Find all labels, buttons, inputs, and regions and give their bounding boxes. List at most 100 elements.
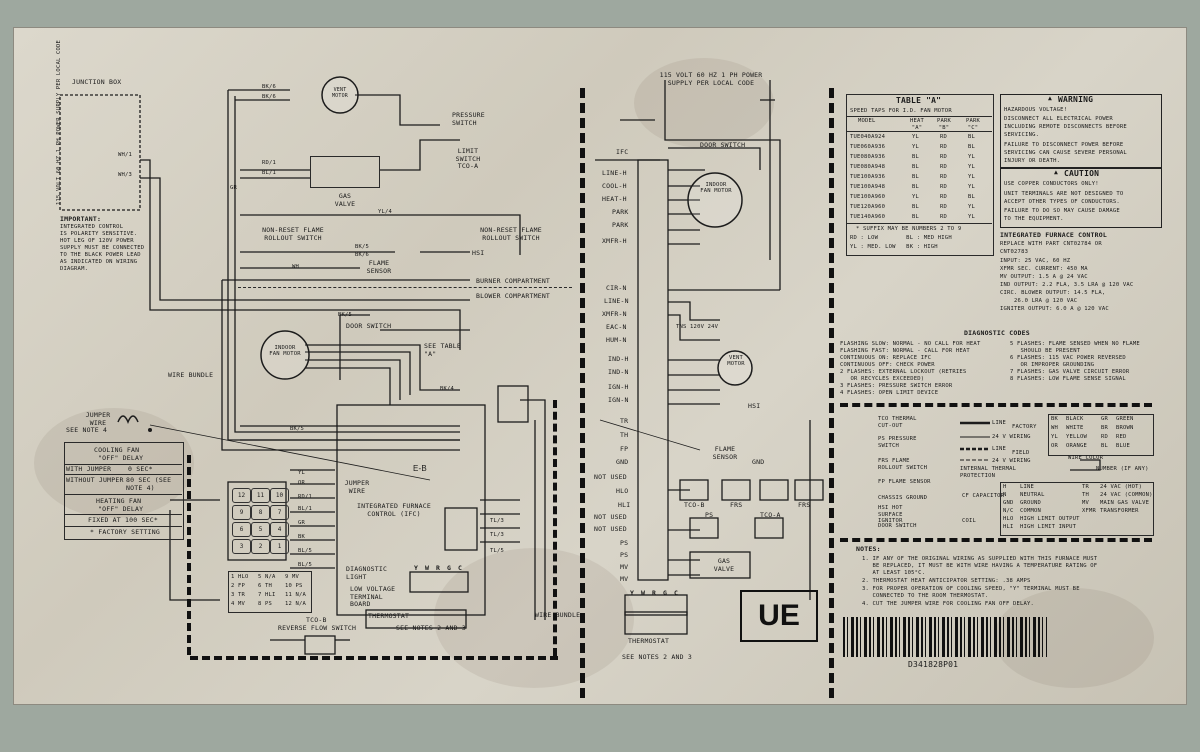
table-a-cell: RD bbox=[940, 194, 948, 200]
see-notes-label: SEE NOTES 2 AND 3 bbox=[396, 624, 466, 632]
door-switch-label: DOOR SWITCH bbox=[346, 322, 392, 330]
terminal-g[interactable]: G bbox=[663, 589, 668, 597]
diagnostic-code: CONTINUOUS ON: REPLACE IFC bbox=[840, 355, 932, 361]
ifc-label: INTEGRATED FURNACE CONTROL (IFC) bbox=[356, 502, 432, 518]
legend-item: FP FLAME SENSOR bbox=[878, 479, 931, 485]
plug-pin: 9 bbox=[232, 505, 251, 520]
plug-pin: 2 bbox=[251, 539, 270, 554]
power-supply-label: 115 VOLT 60 HZ 1 PH POWER SUPPLY PER LOC… bbox=[56, 39, 62, 205]
table-a-header: SPEED TAPS FOR I.D. FAN MOTOR bbox=[850, 108, 952, 114]
legend-item: 24 V WIRING bbox=[992, 434, 1031, 440]
color-code: BK bbox=[1051, 416, 1059, 422]
table-a-cell: BL bbox=[912, 184, 920, 190]
ifc-terminal: LINE-H bbox=[602, 169, 627, 177]
terminal-r[interactable]: R bbox=[652, 589, 657, 597]
abbr-value: NEUTRAL bbox=[1020, 492, 1045, 498]
fan-row-value: 0 SEC* bbox=[128, 465, 153, 473]
table-a-col: HEAT "A" bbox=[909, 118, 925, 131]
ifc-terminal: XMFR-N bbox=[602, 310, 627, 318]
caution-box bbox=[1000, 168, 1162, 228]
terminal-y[interactable]: Y bbox=[630, 589, 635, 597]
diagnostic-code: 5 FLASHES: FLAME SENSED WHEN NO FLAME bbox=[1010, 341, 1140, 347]
ifc-terminal: PARK bbox=[612, 208, 629, 216]
indoor-fan-motor-label: INDOOR FAN MOTOR bbox=[269, 345, 301, 357]
wire-label: BK/6 bbox=[355, 252, 370, 258]
plug-pin: 6 bbox=[232, 522, 251, 537]
ue-mark: UE bbox=[740, 590, 818, 642]
color-name: RED bbox=[1116, 434, 1127, 440]
flame-sensor-label-middle: FLAME SENSOR bbox=[712, 445, 738, 461]
terminal-w[interactable]: W bbox=[641, 589, 646, 597]
wire-label: TL/3 bbox=[490, 518, 505, 524]
terminal-w[interactable]: W bbox=[425, 564, 430, 572]
see-note-4-label: SEE NOTE 4 bbox=[66, 426, 108, 434]
transformer-label-middle: TNS 120V 24V bbox=[676, 324, 719, 330]
ifc-spec-line: REPLACE WITH PART CNT02784 OR bbox=[1000, 241, 1102, 247]
terminal-r[interactable]: R bbox=[436, 564, 441, 572]
abbr-key: HLI bbox=[1003, 524, 1014, 530]
abbr-value: HIGH LIMIT INPUT bbox=[1020, 524, 1077, 530]
caution-line: USE COPPER CONDUCTORS ONLY! bbox=[1004, 181, 1099, 187]
diagnostic-code: OR RECYCLES EXCEEDED) bbox=[840, 376, 925, 382]
warning-box bbox=[1000, 94, 1162, 168]
legend-item: PS PRESSURE SWITCH bbox=[878, 436, 917, 449]
abbr-value: 24 VAC (COMMON) bbox=[1100, 492, 1153, 498]
pinout-cell: 11 N/A bbox=[285, 592, 307, 598]
diagnostic-codes-title: DIAGNOSTIC CODES bbox=[964, 329, 1030, 337]
table-a-footer: * SUFFIX MAY BE NUMBERS 2 TO 9 bbox=[856, 226, 962, 232]
terminal-y[interactable]: Y bbox=[414, 564, 419, 572]
abbr-value: LINE bbox=[1020, 484, 1035, 490]
wire-label: BL/1 bbox=[262, 170, 277, 176]
table-a bbox=[846, 94, 994, 256]
terminal-c[interactable]: C bbox=[458, 564, 463, 572]
limit-switch-label: LIMIT SWITCH TCO-A bbox=[455, 147, 481, 170]
ifc-label-middle: IFC bbox=[616, 148, 629, 156]
abbr-key: H bbox=[1003, 484, 1007, 490]
gas-valve-box bbox=[310, 156, 380, 188]
wire-number-label: NUMBER (IF ANY) bbox=[1096, 466, 1149, 472]
warning-line: SERVICING CAN CAUSE SEVERE PERSONAL bbox=[1004, 150, 1127, 156]
important-line: TO THE BLACK POWER LEAD bbox=[60, 252, 141, 258]
stain bbox=[434, 548, 634, 688]
legend-item: COIL bbox=[962, 518, 977, 524]
plug-pin: 12 bbox=[232, 488, 251, 503]
ifc-terminal: TH bbox=[620, 431, 629, 439]
legend-item: LINE bbox=[992, 420, 1007, 426]
wire-label: YL bbox=[298, 470, 306, 476]
table-a-cell: YL bbox=[912, 144, 920, 150]
gas-valve-label-middle: GAS VALVE bbox=[713, 557, 735, 573]
table-a-cell: TUE100A960 bbox=[850, 194, 886, 200]
hsi-label: HSI bbox=[472, 249, 485, 257]
terminal-g[interactable]: G bbox=[447, 564, 452, 572]
junction-box-label: JUNCTION BOX bbox=[72, 78, 122, 86]
compartment-divider bbox=[238, 287, 572, 288]
table-a-cell: YL bbox=[968, 164, 976, 170]
table-rule bbox=[64, 526, 182, 527]
terminal-c[interactable]: C bbox=[674, 589, 679, 597]
ifc-terminal: IGN-N bbox=[608, 396, 629, 404]
wire-label: WH/1 bbox=[118, 152, 133, 158]
warning-line: DISCONNECT ALL ELECTRICAL POWER bbox=[1004, 116, 1113, 122]
abbr-key: MV bbox=[1082, 500, 1090, 506]
ifc-spec-line: XFMR SEC. CURRENT: 450 MA bbox=[1000, 266, 1088, 272]
ifc-terminal: HLO bbox=[616, 487, 629, 495]
wire-label: BL/1 bbox=[298, 506, 313, 512]
important-line: AS INDICATED ON WIRING bbox=[60, 259, 138, 265]
note-line: CONNECTED TO THE ROOM THERMOSTAT. bbox=[862, 593, 989, 599]
low-voltage-board-label: LOW VOLTAGE TERMINAL BOARD bbox=[350, 585, 396, 608]
ifc-spec-line: IND OUTPUT: 2.2 FLA, 3.5 LRA @ 120 VAC bbox=[1000, 282, 1134, 288]
warning-line: HAZARDOUS VOLTAGE! bbox=[1004, 107, 1068, 113]
table-a-cell: TUE120A960 bbox=[850, 204, 886, 210]
ifc-terminal: IND-H bbox=[608, 355, 629, 363]
field-wiring-boundary bbox=[187, 455, 191, 655]
vent-motor-label: VENT MOTOR bbox=[331, 87, 349, 99]
ifc-spec-line: CIRC. BLOWER OUTPUT: 14.5 FLA, bbox=[1000, 290, 1106, 296]
gnd-label-middle: GND bbox=[752, 458, 765, 466]
note-line: BE REPLACED, IT MUST BE WITH WIRE HAVING… bbox=[862, 563, 1098, 569]
important-line: DIAGRAM. bbox=[60, 266, 89, 272]
blower-compartment-label: BLOWER COMPARTMENT bbox=[476, 292, 551, 300]
hsi-label-middle: HSI bbox=[748, 402, 761, 410]
wire-label: BK/4 bbox=[440, 386, 455, 392]
wire-label: BK/5 bbox=[290, 426, 305, 432]
ifc-terminal: MV bbox=[620, 575, 629, 583]
